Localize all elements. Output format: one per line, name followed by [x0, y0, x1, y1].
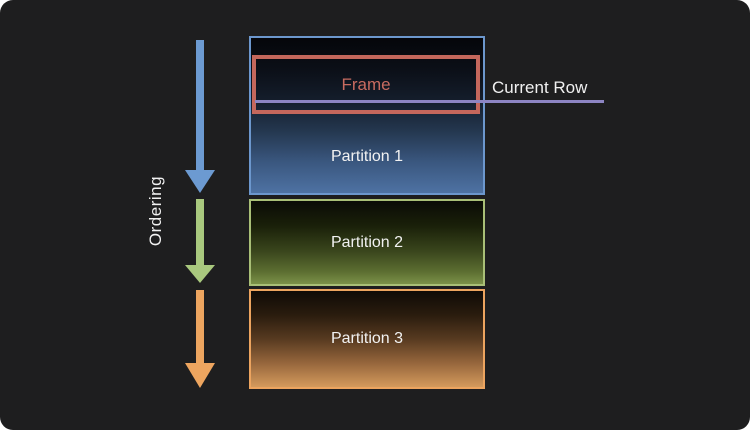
frame-box: Frame: [252, 55, 480, 114]
ordering-arrow-partition-3: [196, 290, 204, 363]
down-arrowhead-icon-blue: [185, 170, 215, 193]
current-row-line: [255, 100, 604, 103]
ordering-axis-label: Ordering: [146, 175, 165, 247]
down-arrowhead-icon-green: [185, 265, 215, 283]
down-arrowhead-icon-orange: [185, 363, 215, 388]
partition-2-label: Partition 2: [330, 233, 404, 251]
partition-3-box: Partition 3: [249, 289, 485, 389]
ordering-arrow-partition-1: [196, 40, 204, 170]
ordering-arrow-partition-2: [196, 199, 204, 265]
partition-1-label: Partition 1: [330, 148, 404, 165]
frame-label: Frame: [341, 74, 391, 94]
current-row-label: Current Row: [492, 78, 588, 97]
partition-3-label: Partition 3: [330, 330, 404, 347]
partition-1-box: Frame Partition 1: [249, 36, 485, 195]
partition-2-box: Partition 2: [249, 199, 485, 286]
